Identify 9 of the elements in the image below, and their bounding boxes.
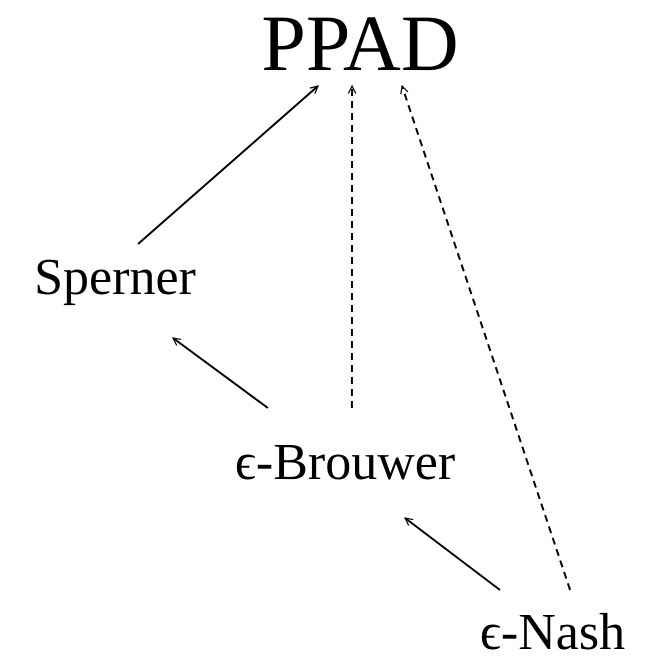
arrow bbox=[404, 517, 501, 591]
arrow bbox=[137, 85, 319, 245]
arrow bbox=[400, 85, 572, 590]
node-label: Sperner bbox=[34, 252, 196, 304]
arrow bbox=[172, 337, 268, 409]
node-label: ϵ-Nash bbox=[480, 607, 626, 659]
node-label: ϵ-Brouwer bbox=[234, 437, 456, 489]
node-label: PPAD bbox=[261, 4, 459, 84]
arrow bbox=[348, 85, 356, 408]
